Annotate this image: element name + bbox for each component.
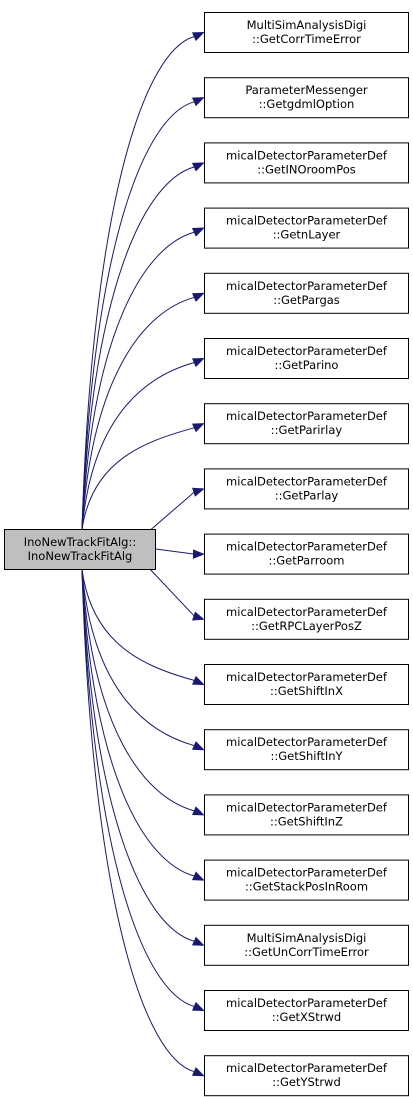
arrowhead [191, 423, 205, 433]
callee-node-label-line1: ParameterMessenger [245, 83, 368, 97]
arrowhead [191, 1001, 205, 1012]
arrowhead [191, 97, 205, 107]
callee-node[interactable]: MultiSimAnalysisDigi::GetCorrTimeError [204, 12, 409, 53]
root-node-label-line1: InoNewTrackFitAlg:: [24, 535, 136, 549]
call-edge [81, 101, 195, 530]
callee-node-label-line2: ::GetShiftInX [270, 684, 343, 698]
arrowhead [191, 871, 205, 881]
arrowhead [191, 1067, 205, 1077]
arrowhead [191, 162, 205, 172]
arrowhead [191, 31, 205, 42]
callee-node-label-line2: ::GetYStrwd [272, 1075, 341, 1089]
call-edge [81, 296, 195, 530]
call-edge [81, 362, 195, 530]
arrowhead [192, 611, 205, 621]
callee-node-label-line1: micalDetectorParameterDef [226, 148, 388, 162]
callee-node-label-line2: ::GetParlay [275, 488, 339, 502]
callee-node-label-line1: micalDetectorParameterDef [226, 800, 388, 814]
callee-node[interactable]: micalDetectorParameterDef::GetParroom [204, 533, 409, 575]
callee-node-label-line1: micalDetectorParameterDef [226, 409, 388, 423]
callee-node-label-line1: micalDetectorParameterDef [226, 866, 388, 880]
call-edge [147, 566, 195, 617]
arrowhead [191, 292, 205, 302]
callee-node-label-line2: ::GetParirlay [271, 423, 343, 437]
call-edge [81, 569, 195, 747]
call-edge [81, 427, 195, 530]
callee-node[interactable]: micalDetectorParameterDef::GetShiftInX [204, 664, 409, 705]
arrowhead [191, 675, 205, 686]
callee-node-label-line2: ::GetParino [275, 358, 339, 372]
root-node-label-line2: InoNewTrackFitAlg [28, 549, 133, 563]
root-node[interactable]: InoNewTrackFitAlg:: InoNewTrackFitAlg [4, 529, 156, 570]
callee-node-label-line2: ::GetPargas [273, 293, 340, 307]
callee-node[interactable]: micalDetectorParameterDef::GetXStrwd [204, 990, 409, 1031]
callee-node-label-line1: micalDetectorParameterDef [226, 540, 388, 554]
callee-node[interactable]: micalDetectorParameterDef::GetParlay [204, 468, 409, 510]
arrowhead [191, 227, 205, 237]
callee-node-label-line2: ::GetnLayer [273, 228, 341, 242]
call-edge [81, 166, 195, 530]
call-edge [81, 569, 195, 1007]
call-edge [81, 231, 195, 530]
callee-node[interactable]: micalDetectorParameterDef::GetnLayer [204, 207, 409, 249]
call-edge [81, 36, 195, 530]
callee-node-label-line2: ::GetCorrTimeError [252, 32, 361, 46]
callee-node-label-line2: ::GetStackPosInRoom [245, 880, 368, 894]
callee-node[interactable]: micalDetectorParameterDef::GetShiftInY [204, 729, 409, 771]
callee-node[interactable]: micalDetectorParameterDef::GetPargas [204, 272, 409, 314]
arrowhead [191, 357, 205, 368]
arrowhead [191, 741, 205, 751]
callee-node-label-line1: micalDetectorParameterDef [226, 605, 388, 619]
call-edges [81, 31, 205, 1077]
callee-node[interactable]: micalDetectorParameterDef::GetStackPosIn… [204, 859, 409, 901]
callee-node[interactable]: micalDetectorParameterDef::GetParirlay [204, 403, 409, 445]
callee-node[interactable]: micalDetectorParameterDef::GetRPCLayerPo… [204, 598, 409, 640]
callee-node-label-line2: ::GetParroom [269, 554, 345, 568]
callee-node-label-line2: ::GetRPCLayerPosZ [251, 619, 362, 633]
callee-node-label-line1: micalDetectorParameterDef [226, 279, 388, 293]
callee-node-label-line2: ::GetUnCorrTimeError [244, 945, 369, 959]
call-edge [81, 569, 195, 681]
callee-node[interactable]: micalDetectorParameterDef::GetINOroomPos [204, 142, 409, 184]
graph-nodes: InoNewTrackFitAlg:: InoNewTrackFitAlg Mu… [4, 12, 409, 1097]
callee-node-label-line1: MultiSimAnalysisDigi [247, 931, 367, 945]
callee-node[interactable]: ParameterMessenger::GetgdmlOption [204, 77, 409, 119]
arrowhead [191, 936, 205, 946]
call-edge [155, 548, 195, 555]
arrowhead [192, 487, 205, 497]
call-edge [81, 569, 195, 877]
callee-node-label-line1: micalDetectorParameterDef [226, 1061, 388, 1075]
callee-node[interactable]: micalDetectorParameterDef::GetYStrwd [204, 1055, 409, 1097]
call-edge [81, 569, 195, 1073]
callee-node-label-line1: micalDetectorParameterDef [226, 214, 388, 228]
callee-node[interactable]: micalDetectorParameterDef::GetShiftInZ [204, 794, 409, 836]
callee-node-label-line1: micalDetectorParameterDef [226, 670, 388, 684]
callee-node-label-line2: ::GetINOroomPos [257, 162, 356, 176]
call-edge [147, 491, 195, 533]
callee-node-label-line2: ::GetXStrwd [272, 1010, 341, 1024]
callee-node-label-line1: micalDetectorParameterDef [226, 344, 388, 358]
callee-node-label-line2: ::GetShiftInY [270, 749, 343, 763]
arrowhead [193, 549, 205, 559]
call-edge [81, 569, 195, 812]
callee-node[interactable]: MultiSimAnalysisDigi::GetUnCorrTimeError [204, 924, 409, 966]
callee-node-label-line1: micalDetectorParameterDef [226, 735, 388, 749]
callee-node-label-line2: ::GetgdmlOption [259, 97, 355, 111]
callee-node-label-line1: MultiSimAnalysisDigi [247, 18, 367, 32]
call-edge [81, 569, 195, 942]
callee-node-label-line1: micalDetectorParameterDef [226, 474, 388, 488]
callee-node-label-line2: ::GetShiftInZ [270, 814, 343, 828]
callee-node-label-line1: micalDetectorParameterDef [226, 996, 388, 1010]
arrowhead [191, 806, 205, 816]
callee-node[interactable]: micalDetectorParameterDef::GetParino [204, 338, 409, 379]
